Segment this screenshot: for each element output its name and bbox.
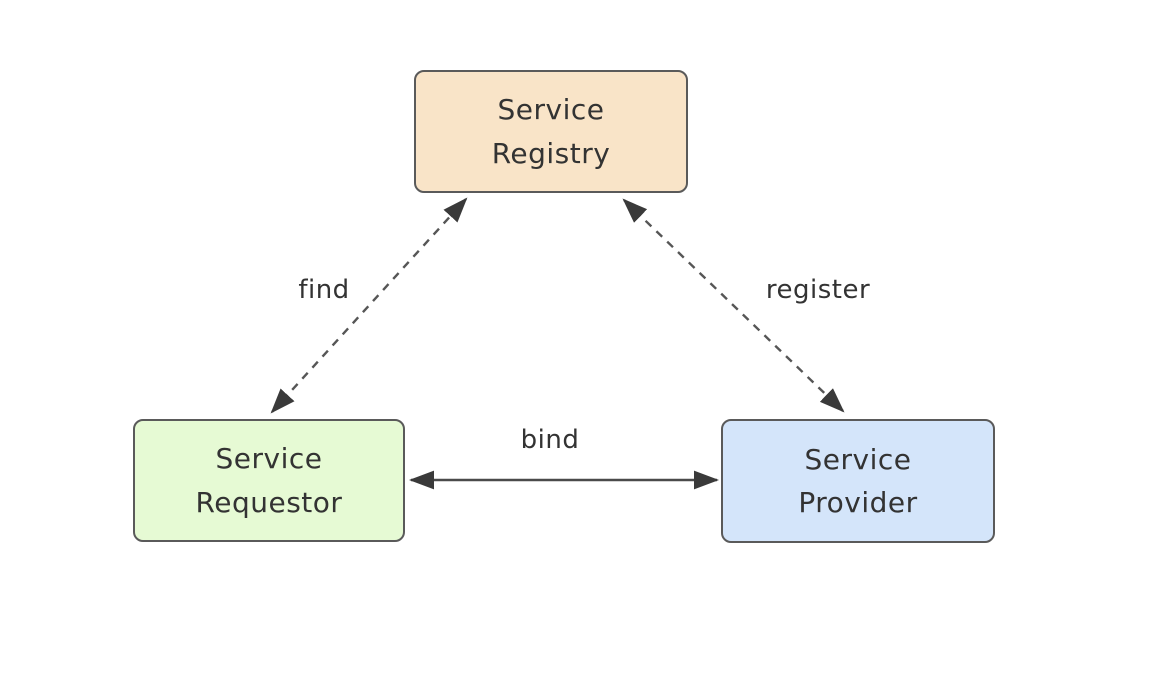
node-label-line: Requestor	[195, 485, 343, 519]
node-service-provider: Service Provider	[721, 419, 995, 543]
node-label-line: Service	[497, 93, 605, 127]
edge-register-arrow	[622, 198, 845, 413]
node-label-line: Registry	[491, 136, 611, 170]
edge-label-bind: bind	[520, 425, 580, 455]
node-label-line: Service	[804, 442, 912, 476]
node-service-registry-label: Service Registry	[492, 88, 611, 175]
node-label-line: Provider	[798, 486, 918, 519]
edge-label-register: register	[765, 275, 871, 305]
edge-find-arrow	[270, 197, 468, 414]
node-label-line: Service	[215, 442, 323, 476]
node-service-requestor-label: Service Requestor	[196, 437, 343, 524]
node-service-requestor: Service Requestor	[133, 419, 405, 542]
edge-label-find: find	[298, 275, 350, 305]
node-service-provider-label: Service Provider	[798, 438, 917, 525]
node-service-registry: Service Registry	[414, 70, 688, 193]
